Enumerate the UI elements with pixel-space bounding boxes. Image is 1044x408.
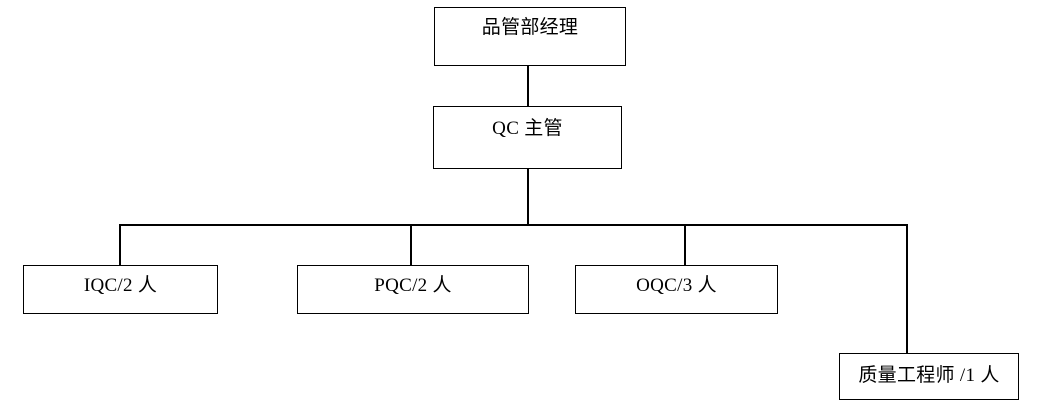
connector-distribution-bus	[119, 224, 907, 226]
node-oqc[interactable]: OQC/3 人	[575, 265, 778, 314]
connector-bus-to-quality-engineer	[906, 224, 908, 353]
node-qa-manager[interactable]: 品管部经理	[434, 7, 626, 66]
node-iqc-label: IQC/2 人	[83, 275, 158, 297]
node-oqc-label: OQC/3 人	[636, 275, 717, 297]
connector-bus-to-oqc	[684, 224, 686, 265]
node-pqc-label: PQC/2 人	[374, 275, 452, 297]
connector-manager-to-supervisor	[527, 66, 529, 106]
node-qa-manager-label: 品管部经理	[481, 17, 579, 39]
node-quality-engineer[interactable]: 质量工程师 /1 人	[839, 353, 1019, 400]
node-qc-supervisor-label: QC 主管	[492, 118, 563, 140]
connector-bus-to-pqc	[410, 224, 412, 265]
node-pqc[interactable]: PQC/2 人	[297, 265, 529, 314]
node-qc-supervisor[interactable]: QC 主管	[433, 106, 622, 169]
connector-bus-to-iqc	[119, 224, 121, 265]
connector-supervisor-to-bus	[527, 169, 529, 225]
node-quality-engineer-label: 质量工程师 /1 人	[858, 365, 1000, 387]
node-iqc[interactable]: IQC/2 人	[23, 265, 218, 314]
